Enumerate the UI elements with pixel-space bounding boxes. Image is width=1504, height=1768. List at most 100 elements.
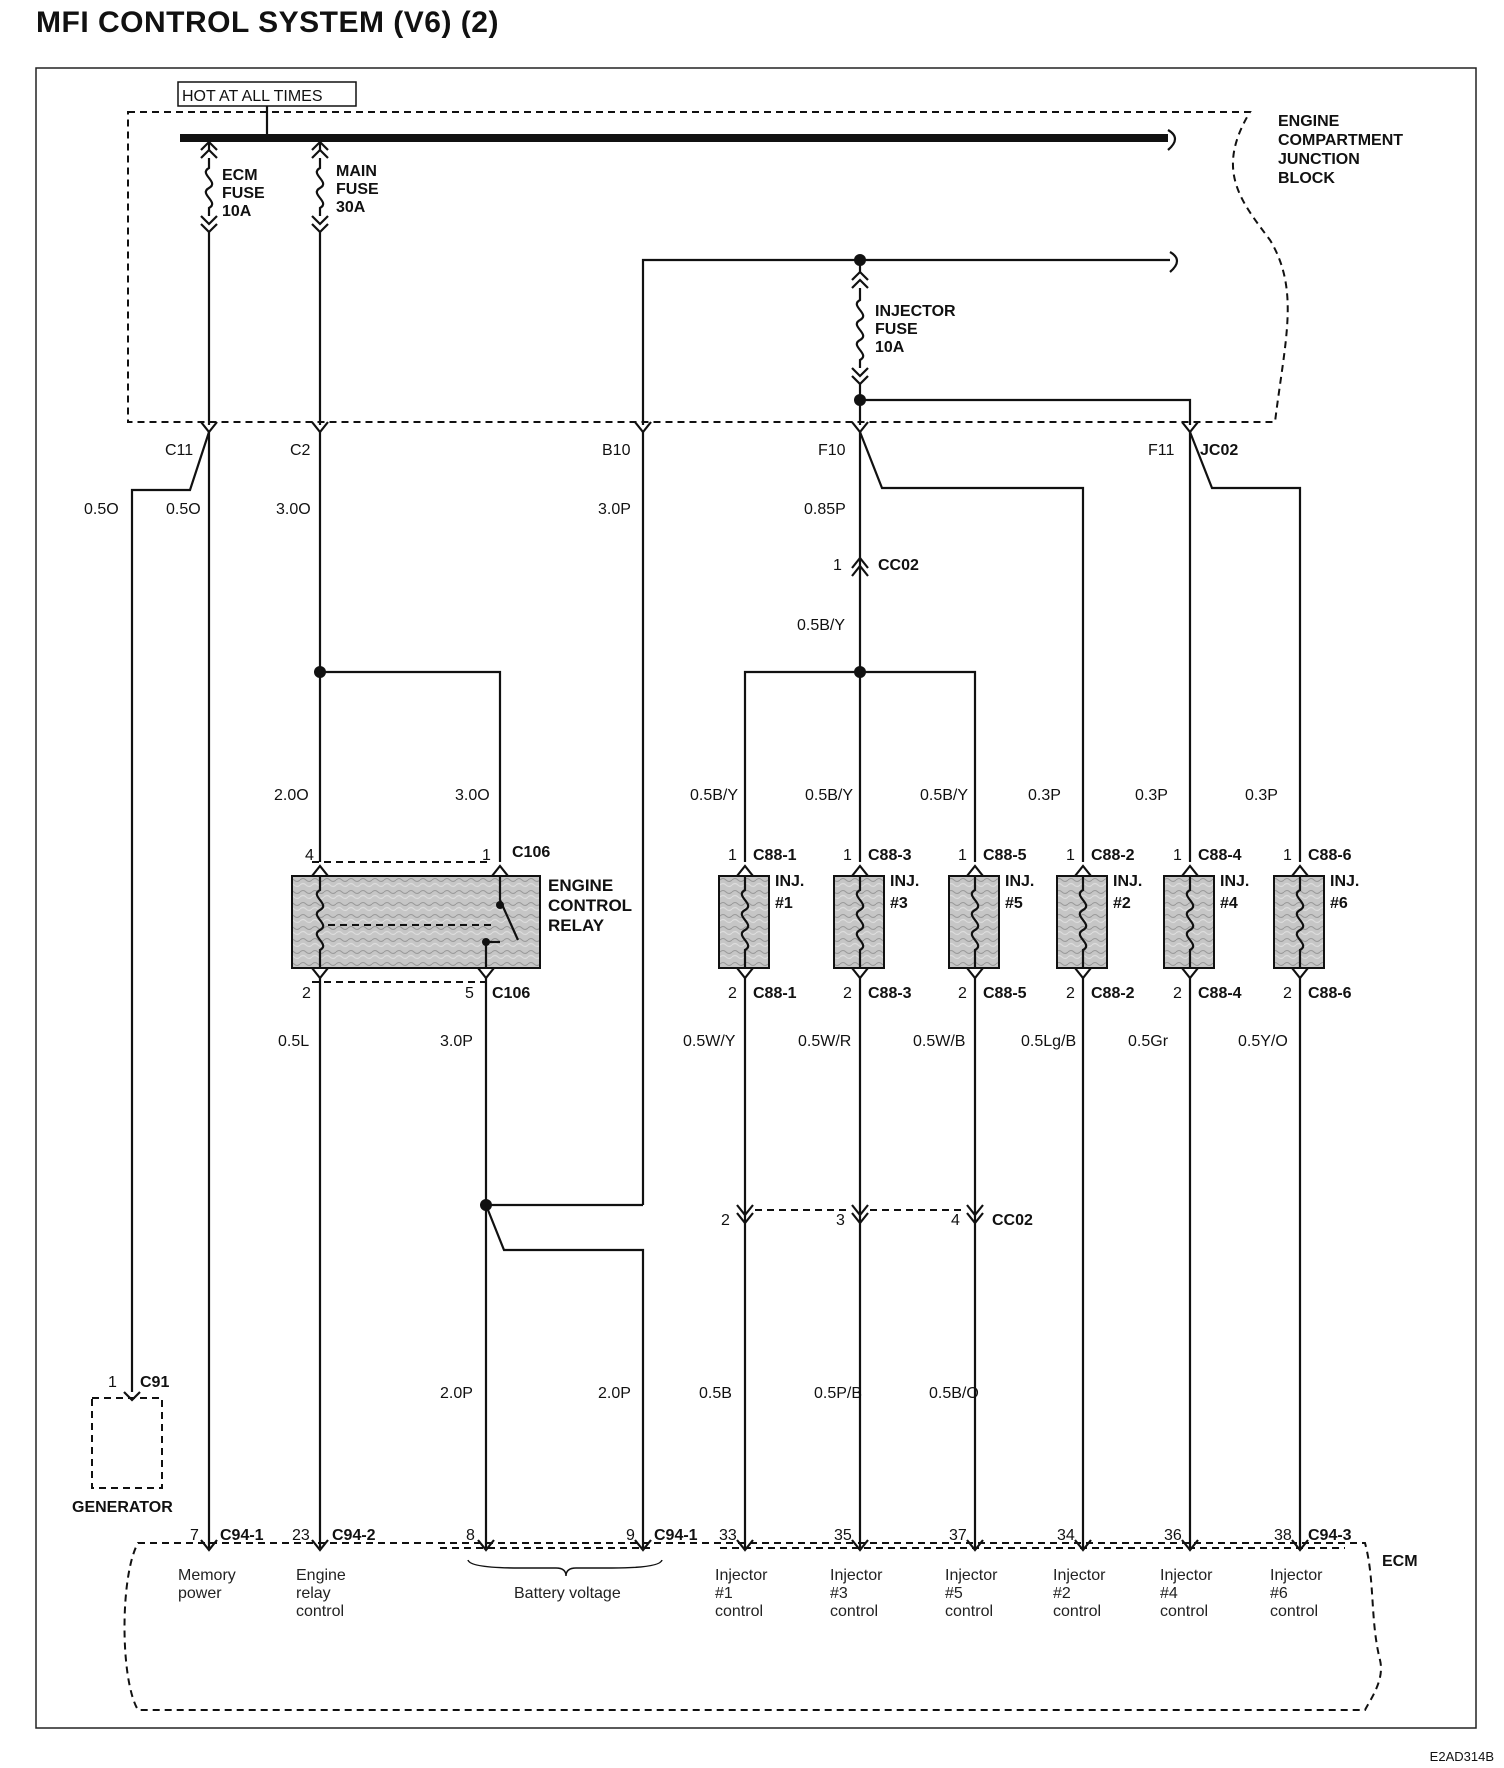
wire-label-batt-9: 2.0P	[598, 1385, 631, 1402]
wire-label-memory: 0.5O	[166, 501, 201, 518]
injector-pin-1: 1	[1173, 847, 1182, 864]
cc02-chevron	[966, 1204, 984, 1225]
ecm-relay-label: Engine relay control	[296, 1567, 350, 1620]
injector-name: INJ.#1	[775, 873, 804, 912]
junction-block-name: ENGINE COMPARTMENT JUNCTION BLOCK	[1278, 113, 1407, 187]
wire-label-relay-out: 3.0P	[440, 1033, 473, 1050]
injector-name: INJ.#4	[1220, 873, 1249, 912]
wire-label-bus: 0.5B/Y	[797, 617, 845, 634]
main-fuse-label: MAIN FUSE 30A	[336, 163, 383, 216]
injector-bottom-wire-label: 0.5W/B	[913, 1033, 965, 1050]
generator-pin: 1	[108, 1374, 117, 1391]
cc02-pin-1: 1	[833, 557, 842, 574]
injector-bottom-wire-label: 0.5Lg/B	[1021, 1033, 1076, 1050]
terminal-c2: C2	[290, 442, 311, 459]
junction-terminals	[200, 421, 1199, 434]
injector-pin-2: 2	[1173, 985, 1182, 1002]
injector-connector-top: C88-4	[1198, 847, 1242, 864]
main-fuse-symbol	[311, 140, 329, 234]
ecm-conn-memory: C94-1	[220, 1527, 264, 1544]
cc02-name-bottom: CC02	[992, 1212, 1033, 1229]
ecm-terminals	[200, 1539, 652, 1552]
page-title: MFI CONTROL SYSTEM (V6) (2)	[36, 6, 499, 39]
terminal-b10: B10	[602, 442, 631, 459]
cc02-pin: 4	[951, 1212, 960, 1229]
injector-pin-2: 2	[843, 985, 852, 1002]
generator-block	[91, 1397, 163, 1489]
injector-ecm-pin: 34	[1057, 1527, 1075, 1544]
relay-pin-1: 1	[482, 847, 491, 864]
relay-connector-top: C106	[512, 844, 550, 861]
ecm-block	[123, 1542, 1382, 1711]
injector-pin-1: 1	[958, 847, 967, 864]
hot-label-box	[177, 81, 357, 107]
engine-control-relay	[291, 875, 541, 969]
ecm-conn-batt: C94-1	[654, 1527, 698, 1544]
hot-at-all-times-label: HOT AT ALL TIMES	[182, 88, 323, 105]
injector-ecm-wire-label: 0.5B	[699, 1385, 732, 1402]
relay-pin-4: 4	[305, 847, 314, 864]
cc02-pin: 3	[836, 1212, 845, 1229]
injector-connector-top: C88-5	[983, 847, 1027, 864]
figure-reference-code: E2AD314B	[1429, 1749, 1494, 1764]
injector-connector-bottom: C88-4	[1198, 985, 1242, 1002]
injector-top-wire-label: 0.3P	[1245, 787, 1278, 804]
injector-ecm-pin: 37	[949, 1527, 967, 1544]
battery-voltage-brace	[467, 1559, 663, 1577]
relay-pin-5: 5	[465, 985, 474, 1002]
injector-fuse-symbol	[851, 270, 869, 386]
ecm-fuse-label: ECM FUSE 10A	[222, 167, 269, 220]
terminal-f10: F10	[818, 442, 846, 459]
junction-block	[127, 111, 1289, 423]
relay-connector-bottom: C106	[492, 985, 530, 1002]
injector-pin-2: 2	[958, 985, 967, 1002]
injector-top-wire-label: 0.3P	[1135, 787, 1168, 804]
injector-ecm-pin: 33	[719, 1527, 737, 1544]
injector-pin-1: 1	[728, 847, 737, 864]
injector-bottom-wire-label: 0.5W/Y	[683, 1033, 736, 1050]
injector-top-wire-label: 0.5B/Y	[690, 787, 738, 804]
injector-pin-1: 1	[1066, 847, 1075, 864]
ecm-pin-8: 8	[466, 1527, 475, 1544]
injector-ecm-wire-label: 0.5B/O	[929, 1385, 979, 1402]
injector-connector-bottom: C88-3	[868, 985, 912, 1002]
injector-pin-2: 2	[1283, 985, 1292, 1002]
injector-ecm-pin: 35	[834, 1527, 852, 1544]
injector-connector-bottom: C88-1	[753, 985, 797, 1002]
wire-label-f10: 0.85P	[804, 501, 846, 518]
injector-top-wire-label: 0.5B/Y	[920, 787, 968, 804]
ecm-pin-9: 9	[626, 1527, 635, 1544]
injector-ecm-pin: 36	[1164, 1527, 1182, 1544]
injector-bottom-wire-label: 0.5Y/O	[1238, 1033, 1288, 1050]
ecm-fuse-symbol	[200, 140, 218, 234]
wire-label-batt-8: 2.0P	[440, 1385, 473, 1402]
terminal-jc02: JC02	[1200, 442, 1238, 459]
wire-label-relay-4: 2.0O	[274, 787, 309, 804]
terminal-f11: F11	[1148, 442, 1174, 459]
injector-pin-2: 2	[1066, 985, 1075, 1002]
ecm-battery-label: Battery voltage	[514, 1585, 621, 1602]
ecm-conn-relay: C94-2	[332, 1527, 376, 1544]
ecm-pin-7: 7	[190, 1527, 199, 1544]
injector-pin-1: 1	[843, 847, 852, 864]
injector-connector-top: C88-6	[1308, 847, 1352, 864]
injector-connector-top: C88-3	[868, 847, 912, 864]
injector-pin-1: 1	[1283, 847, 1292, 864]
injector-ecm-wire-label: 0.5P/B	[814, 1385, 862, 1402]
diagram-frame	[35, 67, 1477, 1729]
wire-label-relay-1: 3.0O	[455, 787, 490, 804]
injector-name: INJ.#3	[890, 873, 919, 912]
cc02-pin: 2	[721, 1212, 730, 1229]
injector-name: INJ.#5	[1005, 873, 1034, 912]
injector-top-wire-label: 0.3P	[1028, 787, 1061, 804]
cc02-name-top: CC02	[878, 557, 919, 574]
